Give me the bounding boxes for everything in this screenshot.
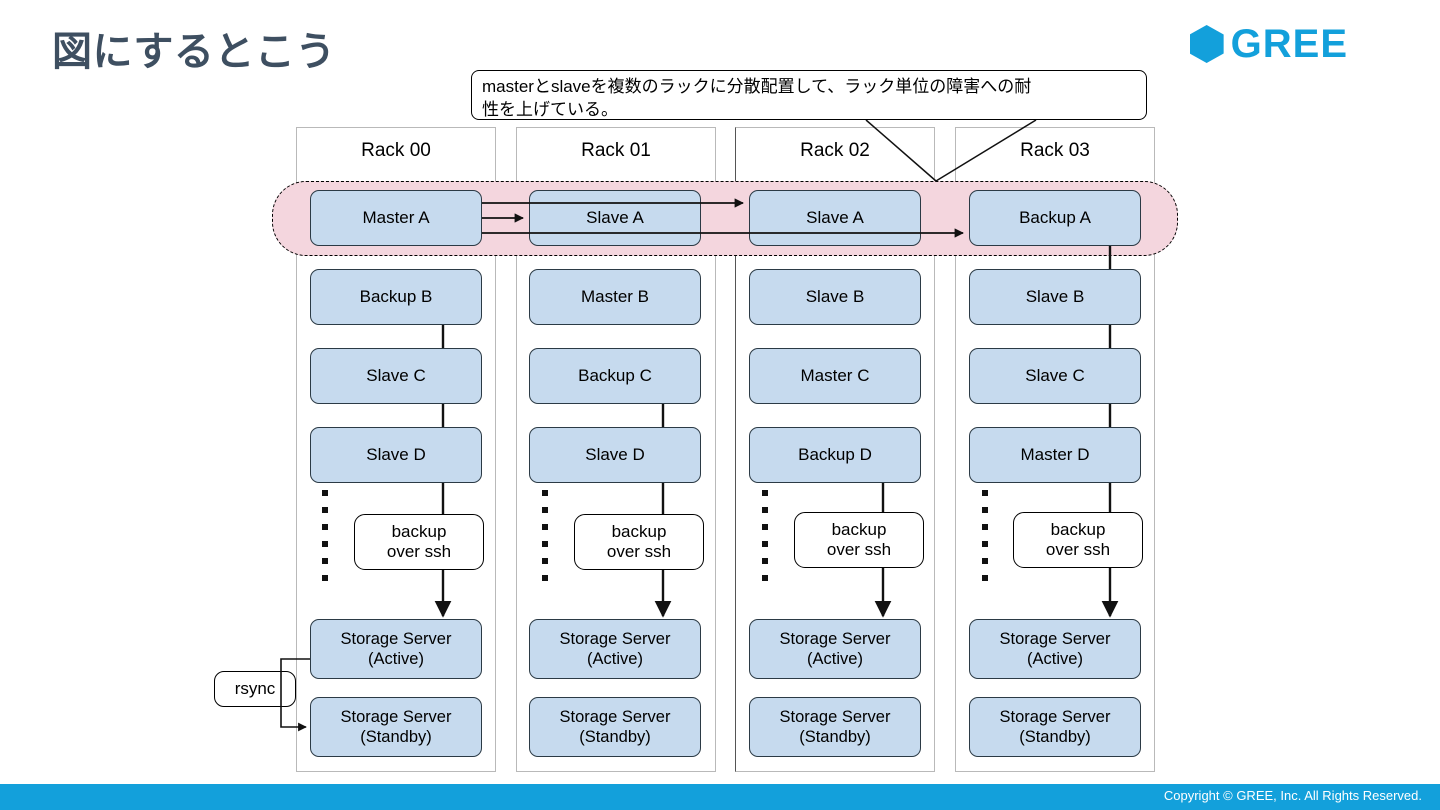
node-rack1-0[interactable]: Slave A [529, 190, 701, 246]
ssh-label-line2-0: over ssh [386, 542, 452, 561]
storage-active-l2-0: (Active) [368, 650, 424, 668]
storage-active-l1-0: Storage Server [340, 630, 452, 648]
page-title: 図にするとこう [52, 30, 336, 74]
storage-standby-3[interactable]: Storage Server (Standby) [969, 697, 1141, 757]
ssh-backup-box-0[interactable]: backup over ssh [354, 514, 484, 570]
storage-active-l1-2: Storage Server [779, 630, 891, 648]
ellipsis-dots-1 [542, 490, 550, 592]
rack-column-1: Rack 01 [516, 127, 716, 772]
storage-active-3[interactable]: Storage Server (Active) [969, 619, 1141, 679]
storage-active-1[interactable]: Storage Server (Active) [529, 619, 701, 679]
ssh-backup-box-2[interactable]: backup over ssh [794, 512, 924, 568]
storage-active-l1-3: Storage Server [999, 630, 1111, 648]
storage-standby-l2-3: (Standby) [1019, 728, 1091, 746]
ssh-label-line1-2: backup [831, 520, 887, 539]
storage-standby-l2-2: (Standby) [799, 728, 871, 746]
storage-standby-1[interactable]: Storage Server (Standby) [529, 697, 701, 757]
ellipsis-dots-0 [322, 490, 330, 592]
storage-active-l2-3: (Active) [1027, 650, 1083, 668]
storage-active-l2-2: (Active) [807, 650, 863, 668]
callout-line-2: 性を上げている。 [482, 100, 618, 119]
ssh-label-line1-1: backup [611, 522, 667, 541]
node-rack0-0[interactable]: Master A [310, 190, 482, 246]
rack-title-2: Rack 02 [800, 140, 870, 161]
rack-column-2: Rack 02 [735, 127, 935, 772]
node-rack1-3[interactable]: Slave D [529, 427, 701, 483]
node-rack2-3[interactable]: Backup D [749, 427, 921, 483]
node-rack2-1[interactable]: Slave B [749, 269, 921, 325]
rack-title-3: Rack 03 [1020, 140, 1090, 161]
ssh-backup-box-1[interactable]: backup over ssh [574, 514, 704, 570]
ssh-label-line2-1: over ssh [606, 542, 672, 561]
node-rack3-0[interactable]: Backup A [969, 190, 1141, 246]
storage-active-2[interactable]: Storage Server (Active) [749, 619, 921, 679]
node-rack1-2[interactable]: Backup C [529, 348, 701, 404]
copyright-text: Copyright © GREE, Inc. All Rights Reserv… [1163, 788, 1422, 803]
node-rack0-3[interactable]: Slave D [310, 427, 482, 483]
storage-standby-l1-0: Storage Server [340, 708, 452, 726]
ssh-label-line1-3: backup [1050, 520, 1106, 539]
ellipsis-dots-3 [982, 490, 990, 592]
ssh-backup-box-3[interactable]: backup over ssh [1013, 512, 1143, 568]
storage-standby-2[interactable]: Storage Server (Standby) [749, 697, 921, 757]
node-rack3-2[interactable]: Slave C [969, 348, 1141, 404]
node-rack3-3[interactable]: Master D [969, 427, 1141, 483]
storage-active-l2-1: (Active) [587, 650, 643, 668]
ssh-label-line2-2: over ssh [826, 540, 892, 559]
brand-name: GREE [1230, 22, 1348, 66]
footer-bar: Copyright © GREE, Inc. All Rights Reserv… [0, 784, 1440, 810]
storage-standby-0[interactable]: Storage Server (Standby) [310, 697, 482, 757]
node-rack2-2[interactable]: Master C [749, 348, 921, 404]
storage-standby-l1-2: Storage Server [779, 708, 891, 726]
gree-logo: GREE [1189, 22, 1348, 66]
storage-standby-l2-0: (Standby) [360, 728, 432, 746]
ellipsis-dots-2 [762, 490, 770, 592]
storage-active-0[interactable]: Storage Server (Active) [310, 619, 482, 679]
storage-standby-l1-3: Storage Server [999, 708, 1111, 726]
node-rack1-1[interactable]: Master B [529, 269, 701, 325]
rsync-box[interactable]: rsync [214, 671, 296, 707]
storage-standby-l1-1: Storage Server [559, 708, 671, 726]
node-rack0-1[interactable]: Backup B [310, 269, 482, 325]
storage-standby-l2-1: (Standby) [579, 728, 651, 746]
callout-note: masterとslaveを複数のラックに分散配置して、ラック単位の障害への耐 性… [471, 70, 1147, 120]
node-rack0-2[interactable]: Slave C [310, 348, 482, 404]
rack-title-0: Rack 00 [361, 140, 431, 161]
ssh-label-line1-0: backup [391, 522, 447, 541]
node-rack2-0[interactable]: Slave A [749, 190, 921, 246]
rack-column-0: Rack 00 [296, 127, 496, 772]
rack-column-3: Rack 03 [955, 127, 1155, 772]
storage-active-l1-1: Storage Server [559, 630, 671, 648]
rack-title-1: Rack 01 [581, 140, 651, 161]
node-rack3-1[interactable]: Slave B [969, 269, 1141, 325]
ssh-label-line2-3: over ssh [1045, 540, 1111, 559]
callout-line-1: masterとslaveを複数のラックに分散配置して、ラック単位の障害への耐 [482, 77, 1032, 96]
